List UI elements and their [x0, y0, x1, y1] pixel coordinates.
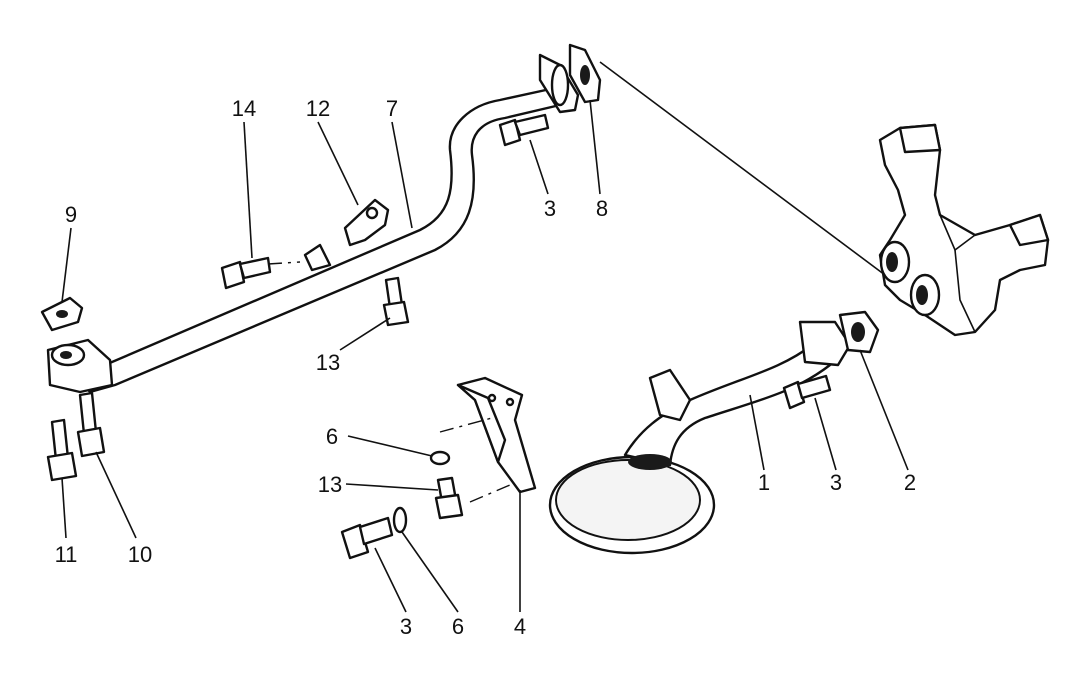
callout-8: 8 — [596, 196, 608, 221]
bolt-3-top — [498, 113, 550, 147]
callout-6-upper: 6 — [326, 424, 338, 449]
callout-13-lower: 13 — [318, 472, 342, 497]
oil-pump-body — [878, 123, 1050, 337]
pipe-bracket — [303, 198, 390, 272]
oil-pipe — [46, 53, 580, 394]
bolt-13-lower — [434, 476, 464, 520]
callout-3-right: 3 — [830, 470, 842, 495]
suction-pipe-strainer — [548, 320, 852, 555]
bolt-11 — [46, 418, 78, 482]
callout-6-lower: 6 — [452, 614, 464, 639]
washer-9 — [40, 296, 84, 332]
leader-lines — [61, 99, 909, 613]
bolt-14 — [220, 256, 301, 290]
bolt-3-right — [782, 374, 832, 410]
callout-12: 12 — [306, 96, 330, 121]
callout-13-upper: 13 — [316, 350, 340, 375]
callout-7: 7 — [386, 96, 398, 121]
alignment-line-top — [599, 61, 886, 276]
callout-3-top: 3 — [544, 196, 556, 221]
callout-9: 9 — [65, 202, 77, 227]
washer-6-lower — [392, 506, 408, 534]
callout-3-lower: 3 — [400, 614, 412, 639]
gasket-2 — [838, 310, 880, 354]
bolt-3-lower — [340, 516, 394, 560]
gasket-8 — [568, 43, 602, 104]
callout-1: 1 — [758, 470, 770, 495]
callout-10: 10 — [128, 542, 152, 567]
washer-6-upper — [429, 450, 451, 466]
bolt-13-upper — [382, 276, 410, 327]
callout-11: 11 — [55, 542, 78, 567]
callout-2: 2 — [904, 470, 916, 495]
callout-labels: 14 12 7 3 8 9 13 6 13 11 10 3 6 4 1 3 2 — [55, 96, 917, 639]
support-bracket — [439, 376, 537, 503]
callout-4: 4 — [514, 614, 526, 639]
bolt-10 — [76, 391, 106, 458]
callout-14: 14 — [232, 96, 256, 121]
